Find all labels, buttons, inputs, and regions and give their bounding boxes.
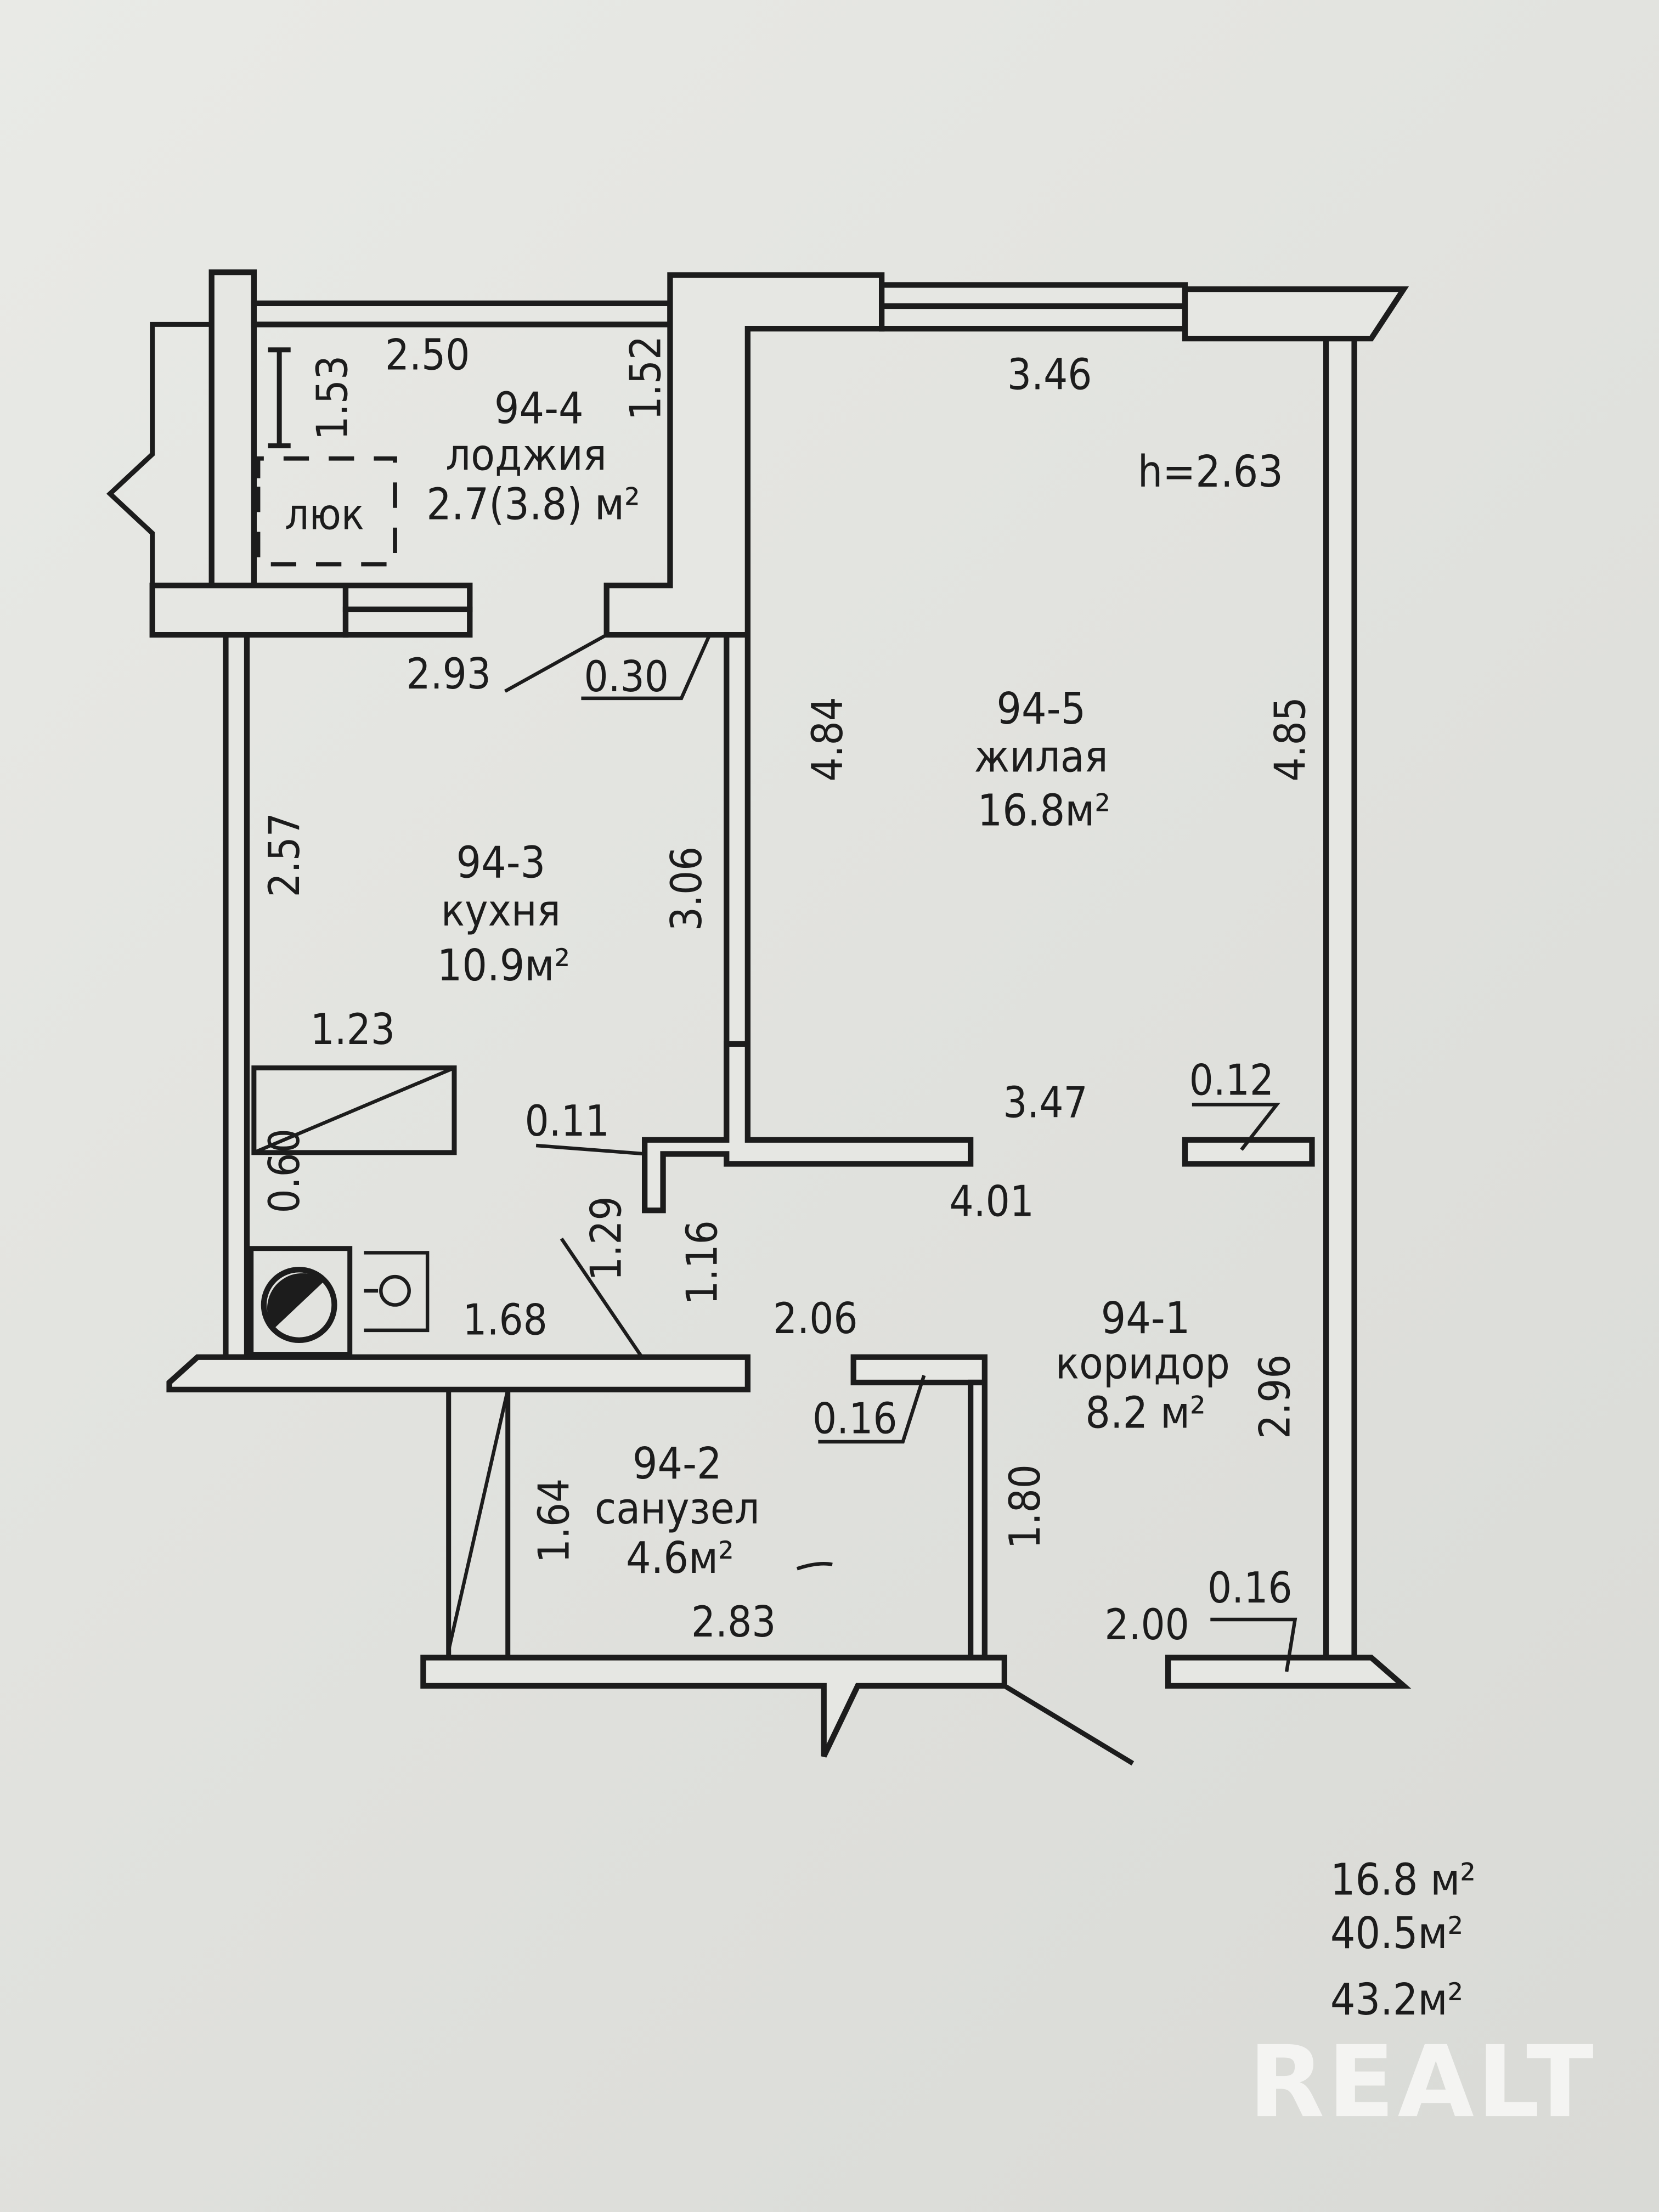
room-area: 8.2 м² (1085, 1387, 1206, 1438)
ladder-icon (268, 347, 291, 449)
dimension: 4.85 (1266, 697, 1316, 781)
dimension: 2.83 (691, 1598, 776, 1647)
room-labels: 94-4 лоджия 2.7(3.8) м² 94-5 жилая 16.8м… (285, 382, 1283, 1583)
room-area: 10.9м² (437, 940, 570, 991)
dimension: 2.93 (406, 650, 490, 699)
dimension: 1.80 (1001, 1464, 1050, 1549)
room-name: коридор (1056, 1338, 1230, 1389)
room-name: кухня (441, 885, 561, 936)
dimension: 4.84 (803, 697, 853, 781)
room-id: 94-4 (494, 382, 584, 433)
dimension: 0.12 (1189, 1056, 1274, 1105)
total-area: 43.2м² (1330, 1974, 1463, 2025)
dimension: 1.23 (311, 1005, 395, 1054)
room-id: 94-2 (633, 1438, 722, 1489)
dimension: 4.01 (949, 1177, 1034, 1227)
hatch-outline (256, 456, 397, 567)
room-name: санузел (595, 1483, 760, 1534)
room-id: 94-3 (456, 837, 545, 888)
dimension: 2.96 (1250, 1354, 1300, 1438)
dimensions: 2.50 1.53 1.52 2.93 0.30 3.46 4.84 4.85 … (260, 331, 1315, 1650)
room-area: 2.7(3.8) м² (426, 478, 640, 529)
dimension: 0.11 (524, 1097, 609, 1146)
ceiling-height: h=2.63 (1138, 446, 1283, 497)
walls (106, 269, 1412, 1758)
dimension: 3.46 (1007, 351, 1092, 400)
boiler-icon (249, 1246, 353, 1357)
room-name: жилая (974, 731, 1108, 782)
dimension: 0.60 (260, 1128, 309, 1213)
hatch-label: люк (285, 490, 364, 539)
dimension: 2.50 (385, 331, 470, 380)
dimension: 2.00 (1104, 1600, 1189, 1650)
dimension: 1.52 (621, 336, 670, 420)
room-area: 16.8м² (978, 785, 1110, 836)
useful-area-total: 40.5м² (1330, 1908, 1463, 1959)
stove-icon (251, 1065, 457, 1155)
dimension: 2.57 (260, 812, 309, 897)
realt-watermark: REALT (1249, 2025, 1596, 2140)
fixtures (249, 347, 1297, 1766)
dimension: 3.06 (662, 847, 712, 931)
living-area-total: 16.8 м² (1330, 1854, 1476, 1905)
room-name: лоджия (445, 429, 607, 480)
area-totals: 16.8 м² 40.5м² 43.2м² (1330, 1854, 1476, 2025)
dimension: 0.30 (584, 652, 668, 702)
dimension: 1.29 (582, 1196, 631, 1280)
dimension: 2.06 (773, 1294, 857, 1344)
dimension: 1.68 (462, 1296, 547, 1345)
dimension: 1.53 (308, 356, 358, 440)
dimension: 0.16 (812, 1395, 897, 1444)
meter-icon (364, 1251, 430, 1333)
dimension: 3.47 (1003, 1079, 1087, 1128)
room-id: 94-1 (1101, 1293, 1190, 1344)
dimension: 1.16 (678, 1220, 727, 1305)
entrance-door-swing (1003, 1684, 1135, 1766)
room-area: 4.6м² (626, 1532, 734, 1583)
dimension: 1.64 (529, 1479, 579, 1563)
dimension: 0.16 (1207, 1564, 1292, 1613)
room-id: 94-5 (996, 683, 1086, 734)
